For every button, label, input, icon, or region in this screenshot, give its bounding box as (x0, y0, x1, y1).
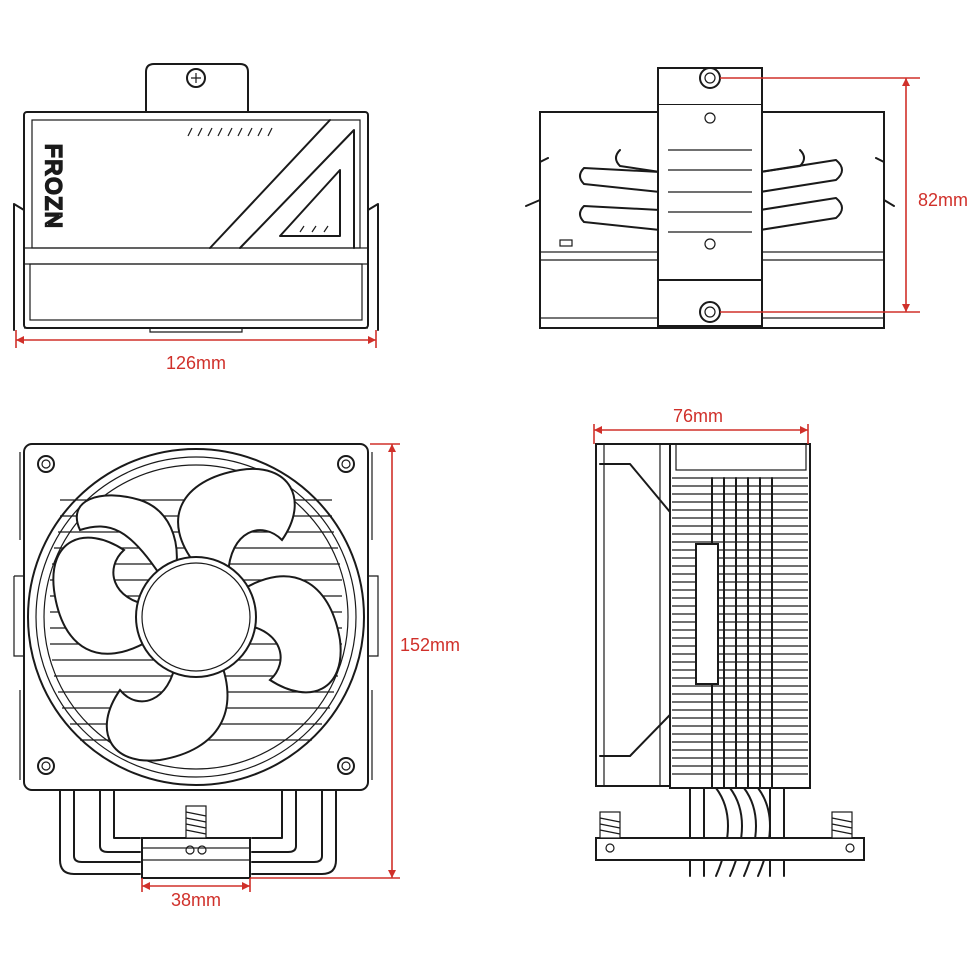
dimension-height-side: 82mm (720, 77, 968, 313)
fan-screws (37, 455, 355, 775)
dim-label-76: 76mm (673, 406, 723, 426)
fan-blades (52, 467, 342, 762)
top-view: FROZN (13, 63, 379, 333)
front-fan-view (13, 443, 379, 879)
brand-logo: FROZN (41, 144, 66, 230)
dimension-base-width: 38mm (141, 878, 251, 910)
dimension-depth: 76mm (593, 406, 809, 444)
dim-label-152: 152mm (400, 635, 460, 655)
dimension-width-front: 126mm (15, 330, 377, 373)
fin-stack (672, 477, 808, 775)
dim-label-82: 82mm (918, 190, 968, 210)
dim-label-38: 38mm (171, 890, 221, 910)
dimension-height-total: 152mm (250, 443, 460, 879)
dim-label-126: 126mm (166, 353, 226, 373)
side-view-heatpipes (525, 67, 895, 329)
side-depth-view (595, 443, 865, 877)
